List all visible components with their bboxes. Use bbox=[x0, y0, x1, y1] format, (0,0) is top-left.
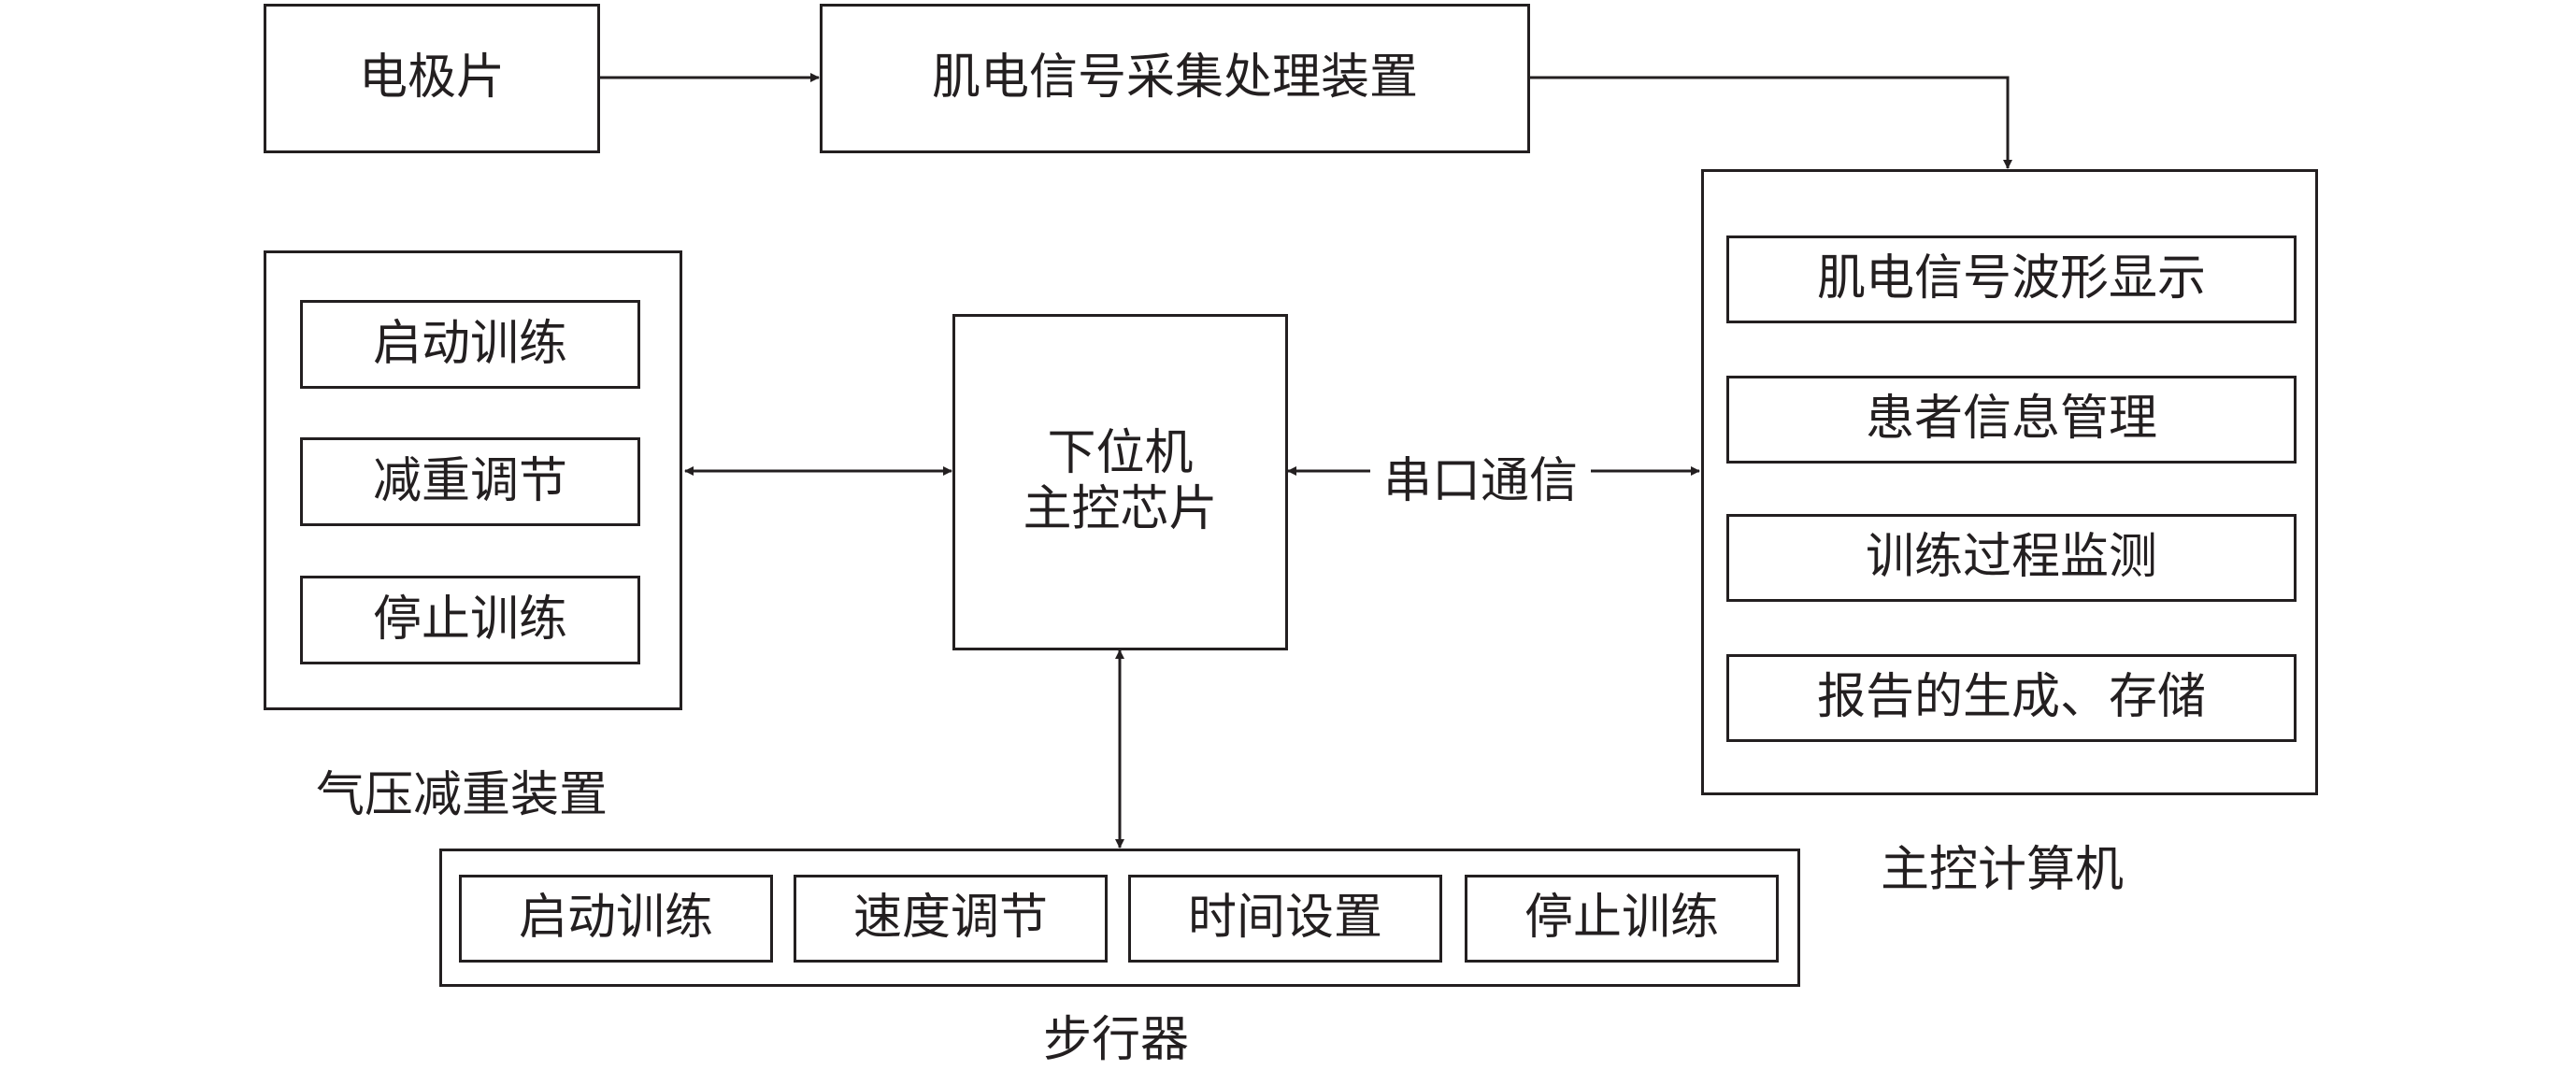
pneumatic-device-box: 启动训练 减重调节 停止训练 bbox=[264, 250, 682, 710]
walker-button-time: 时间设置 bbox=[1128, 875, 1442, 963]
module-report-label: 报告的生成、存储 bbox=[1816, 669, 2206, 726]
walker-button-stop: 停止训练 bbox=[1465, 875, 1779, 963]
module-emg-waveform: 肌电信号波形显示 bbox=[1726, 235, 2297, 323]
main-computer-box: 肌电信号波形显示 患者信息管理 训练过程监测 报告的生成、存储 bbox=[1701, 169, 2318, 795]
pneumatic-button-stop: 停止训练 bbox=[300, 576, 640, 664]
walker-button-stop-label: 停止训练 bbox=[1524, 890, 1719, 947]
emg-device-label: 肌电信号采集处理装置 bbox=[931, 50, 1418, 107]
walker-button-time-label: 时间设置 bbox=[1187, 890, 1382, 947]
walker-caption: 步行器 bbox=[1043, 1012, 1190, 1068]
pneumatic-button-start: 启动训练 bbox=[300, 300, 640, 389]
main-computer-caption: 主控计算机 bbox=[1881, 842, 2125, 898]
emg-device-box: 肌电信号采集处理装置 bbox=[820, 4, 1530, 153]
walker-box: 启动训练 速度调节 时间设置 停止训练 bbox=[439, 849, 1800, 987]
walker-button-speed: 速度调节 bbox=[794, 875, 1108, 963]
electrode-box: 电极片 bbox=[264, 4, 600, 153]
electrode-label: 电极片 bbox=[358, 50, 505, 107]
module-patient-info-label: 患者信息管理 bbox=[1865, 391, 2157, 448]
walker-button-start-label: 启动训练 bbox=[518, 890, 713, 947]
module-emg-waveform-label: 肌电信号波形显示 bbox=[1816, 250, 2206, 307]
pneumatic-caption: 气压减重装置 bbox=[316, 767, 608, 823]
serial-link-label: 串口通信 bbox=[1370, 441, 1592, 511]
walker-button-speed-label: 速度调节 bbox=[852, 890, 1048, 947]
module-report: 报告的生成、存储 bbox=[1726, 654, 2297, 742]
module-training-monitor-label: 训练过程监测 bbox=[1865, 529, 2157, 586]
mcu-box: 下位机 主控芯片 bbox=[952, 314, 1288, 650]
arrow-emg-to-computer bbox=[1527, 76, 2012, 169]
pneumatic-button-start-label: 启动训练 bbox=[372, 315, 567, 372]
walker-button-start: 启动训练 bbox=[459, 875, 773, 963]
module-patient-info: 患者信息管理 bbox=[1726, 376, 2297, 464]
module-training-monitor: 训练过程监测 bbox=[1726, 514, 2297, 602]
pneumatic-button-weight-adjust-label: 减重调节 bbox=[372, 452, 567, 509]
mcu-label-line2: 主控芯片 bbox=[1023, 481, 1218, 537]
pneumatic-button-weight-adjust: 减重调节 bbox=[300, 437, 640, 526]
mcu-label-line1: 下位机 bbox=[1047, 425, 1194, 482]
pneumatic-button-stop-label: 停止训练 bbox=[372, 591, 567, 648]
